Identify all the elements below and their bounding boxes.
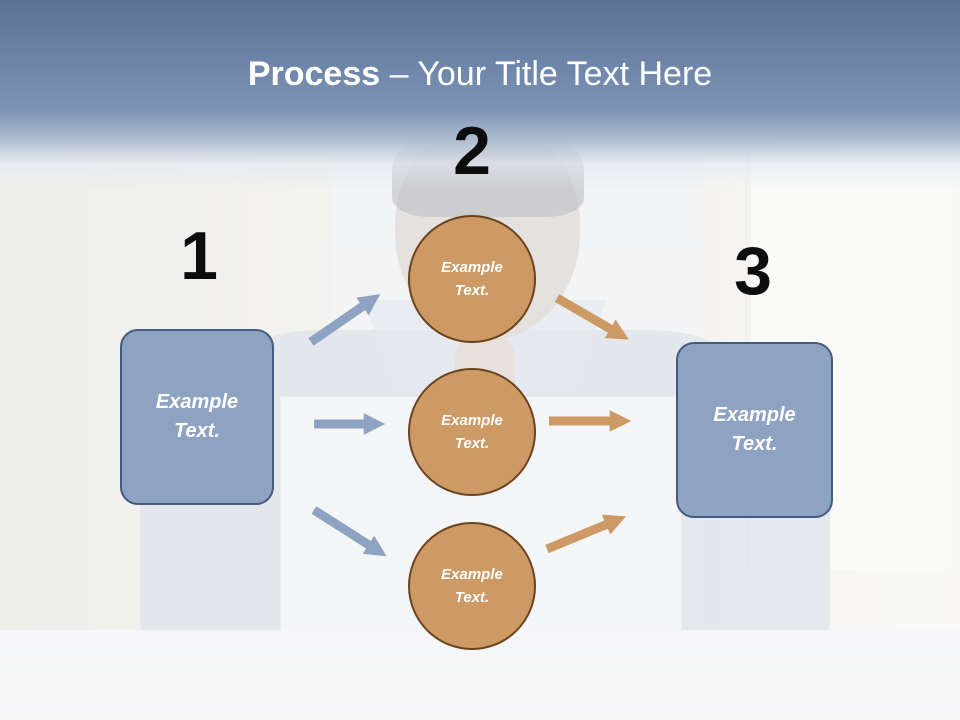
circle-bottom-text-line2: Text. [454,589,490,606]
step-3-box-text: Example Text. [713,401,795,459]
slide-title-rest: – Your Title Text Here [380,55,713,93]
step-2-circle-top[interactable]: Example Text. [408,215,536,343]
step-1-text-line2: Text. [174,420,220,442]
circle-top-text-line1: Example [441,259,503,276]
step-2-circle-bottom[interactable]: Example Text. [408,522,536,650]
slide-title-bold: Process [247,55,381,93]
circle-top-text-line2: Text. [454,282,490,299]
circle-top-text: Example Text. [441,256,503,302]
circle-middle-text: Example Text. [441,409,503,455]
step-1-box[interactable]: Example Text. [120,329,274,505]
step-number-2: 2 [453,113,491,189]
step-1-box-text: Example Text. [156,388,238,446]
arrow-circle-bottom-to-box3 [545,514,626,554]
arrow-box1-to-circle-bottom [311,506,387,557]
step-number-1: 1 [180,218,218,294]
step-3-text-line1: Example [713,404,796,426]
arrow-circle-top-to-box3 [554,294,629,340]
circle-middle-text-line2: Text. [454,435,490,452]
slide-title[interactable]: Process – Your Title Text Here [0,52,960,96]
header-band [0,0,960,190]
step-1-text-line1: Example [155,391,239,413]
arrow-box1-to-circle-top [308,294,381,346]
circle-middle-text-line1: Example [441,412,503,429]
step-number-3: 3 [734,233,772,309]
step-2-circle-middle[interactable]: Example Text. [408,368,536,496]
circle-bottom-text-line1: Example [441,566,503,583]
step-3-text-line2: Text. [731,433,778,455]
circle-bottom-text: Example Text. [441,563,503,609]
step-3-box[interactable]: Example Text. [676,342,833,518]
